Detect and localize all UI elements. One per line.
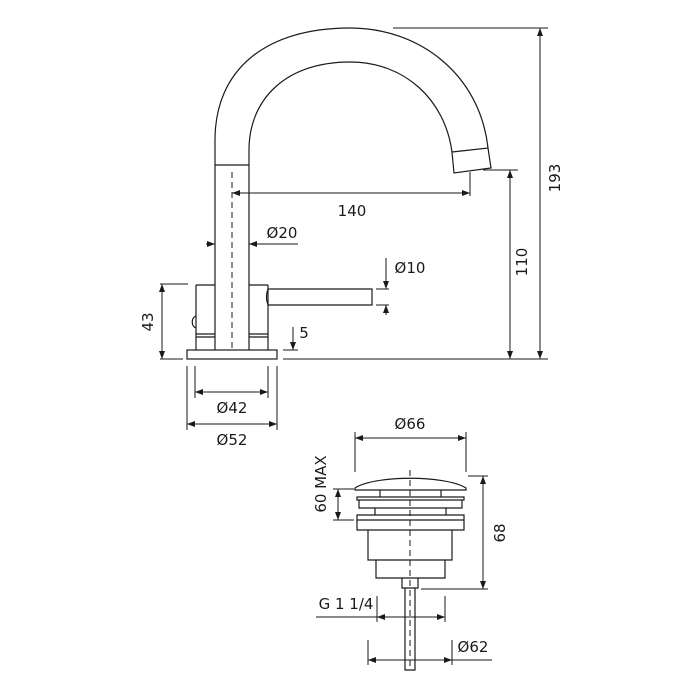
drain-cap — [354, 477, 467, 491]
drain-stem-top — [401, 578, 419, 589]
dim-outer-base-diameter: Ø52 — [217, 431, 248, 449]
drain-lower-body — [375, 560, 446, 579]
drain-middle-neck — [374, 508, 447, 515]
spout-nozzle — [451, 147, 492, 174]
dim-spout-height: 110 — [513, 248, 531, 277]
valve-body — [195, 284, 269, 350]
drain-upper-flange — [356, 496, 465, 501]
dim-spout-reach: 140 — [338, 202, 367, 220]
dim-overall-height: 193 — [546, 164, 564, 193]
dim-body-diameter: Ø20 — [267, 224, 298, 242]
drain-neck — [379, 490, 442, 497]
drain-dimensions: Ø66 60 MAX 68 G 1 1/4 Ø62 — [312, 415, 509, 665]
dim-clamp-range: 60 MAX — [312, 455, 330, 512]
dim-plate-thickness: 5 — [299, 324, 309, 342]
dim-drain-height: 68 — [491, 523, 509, 542]
spout-outer-arc — [214, 27, 489, 165]
dim-base-height: 43 — [139, 312, 157, 331]
valve-knob — [191, 315, 197, 329]
dim-inner-base-diameter: Ø42 — [217, 399, 248, 417]
lever — [265, 288, 373, 306]
valve-ring — [196, 333, 268, 338]
dim-cap-diameter: Ø66 — [395, 415, 426, 433]
drain-stem — [404, 588, 416, 671]
faucet-dimensions: 193 110 140 Ø20 Ø10 5 43 Ø42 — [139, 27, 564, 449]
drain-upper-ring — [358, 500, 463, 509]
drain-drawing — [354, 470, 467, 671]
dim-thread: G 1 1/4 — [319, 595, 374, 613]
dim-lever-diameter: Ø10 — [395, 259, 426, 277]
base-plate — [186, 349, 278, 360]
spout-inner-arc — [248, 61, 453, 165]
dim-hole-diameter: Ø62 — [458, 638, 489, 656]
